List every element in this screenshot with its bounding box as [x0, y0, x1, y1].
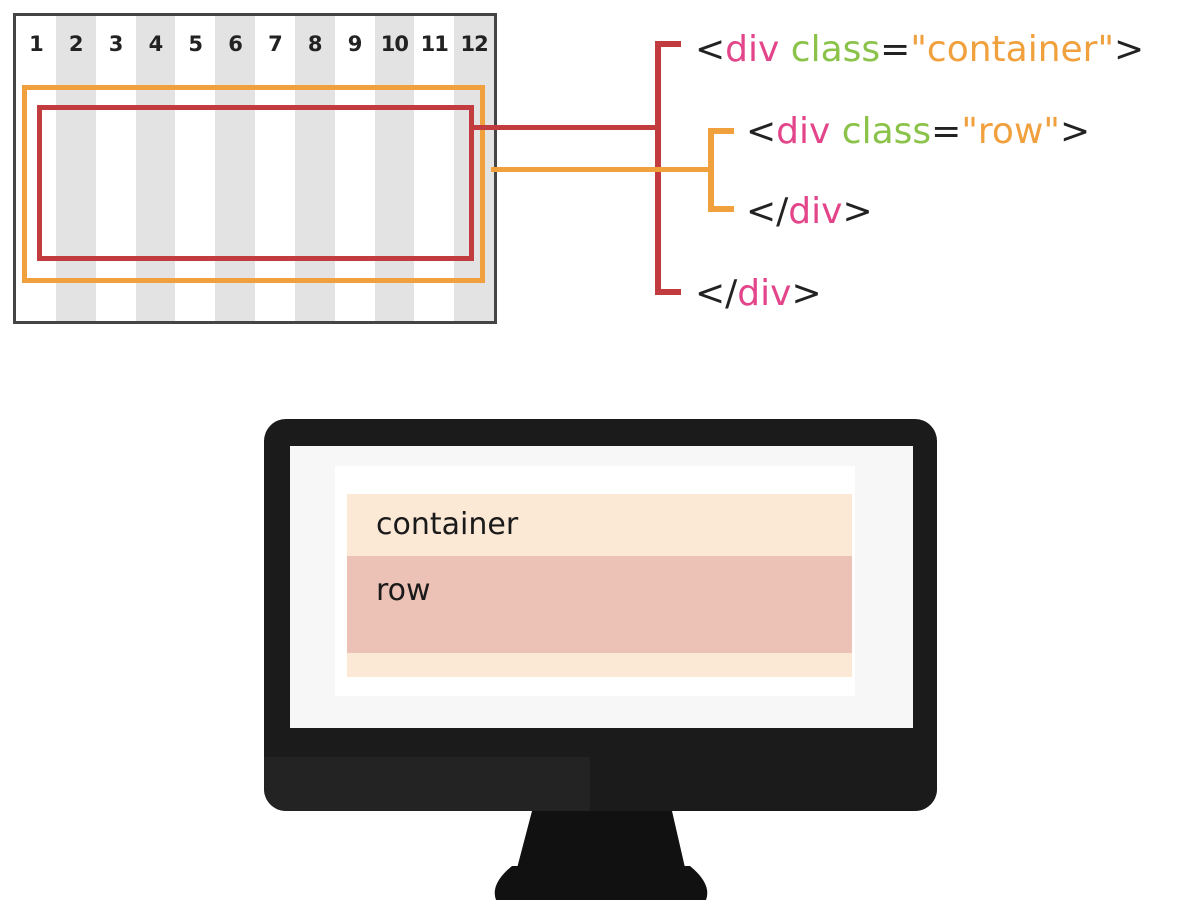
container-bracket-bottom	[655, 289, 681, 295]
attribute-name: class	[790, 29, 881, 70]
grid-column-number: 4	[148, 32, 164, 56]
code-token: >	[1059, 111, 1091, 152]
code-line-row-open: <div class="row">	[746, 114, 1090, 150]
grid-column: 11	[414, 16, 454, 321]
tag-name: div	[725, 29, 780, 70]
code-token: <	[746, 111, 777, 152]
row-bracket-bottom	[708, 206, 734, 212]
attribute-value: "row"	[961, 111, 1060, 152]
container-label: container	[376, 507, 519, 542]
grid-column-number: 9	[347, 32, 363, 56]
grid-column: 6	[215, 16, 255, 321]
tag-name: div	[788, 191, 843, 232]
grid-column-number: 2	[68, 32, 84, 56]
code-token: </	[695, 273, 738, 314]
grid-column-number: 12	[460, 32, 488, 56]
grid-column-number: 6	[228, 32, 243, 56]
code-token: =	[931, 111, 962, 152]
grid-column: 7	[255, 16, 295, 321]
code-token: >	[842, 191, 873, 232]
row-bracket-vertical	[708, 128, 714, 212]
monitor-stand-base	[494, 866, 708, 900]
grid-column: 4	[135, 16, 176, 321]
grid-column: 5	[175, 16, 215, 321]
monitor-chin-left	[264, 757, 590, 811]
grid-column-number: 7	[268, 32, 283, 56]
code-token: =	[880, 29, 911, 70]
code-token: <	[695, 29, 726, 70]
code-line-row-close: </div>	[746, 194, 873, 230]
container-connector-line	[491, 167, 713, 172]
grid-column-number: 5	[188, 32, 203, 56]
row-bracket-top	[708, 128, 734, 134]
code-line-container-open: <div class="container">	[695, 32, 1144, 68]
monitor-stand-neck	[516, 811, 686, 872]
tag-name: div	[737, 273, 792, 314]
container-bracket-top	[655, 41, 681, 47]
code-token: >	[1114, 29, 1145, 70]
monitor-chin-right	[590, 757, 937, 811]
grid-column-number: 10	[380, 32, 409, 56]
grid-column-number: 11	[420, 32, 449, 56]
row-label: row	[376, 573, 431, 608]
grid-column-number: 1	[29, 32, 44, 56]
grid-column-number: 3	[108, 32, 124, 56]
grid-column: 12	[454, 16, 494, 321]
grid-column: 3	[96, 16, 136, 321]
attribute-value: "container"	[910, 29, 1115, 70]
attribute-name: class	[841, 111, 932, 152]
grid-column: 8	[294, 16, 335, 321]
row-outline	[37, 105, 474, 261]
code-line-container-close: </div>	[695, 276, 822, 312]
code-token: </	[746, 191, 789, 232]
container-outline	[22, 85, 485, 283]
grid-column: 9	[335, 16, 375, 321]
grid-column-number: 8	[307, 32, 323, 56]
code-token: >	[791, 273, 822, 314]
row-connector-line	[474, 125, 659, 130]
row-block	[347, 556, 852, 653]
tag-name: div	[776, 111, 831, 152]
grid-column: 10	[374, 16, 415, 321]
grid-column: 1	[16, 16, 56, 321]
grid-column: 2	[55, 16, 96, 321]
